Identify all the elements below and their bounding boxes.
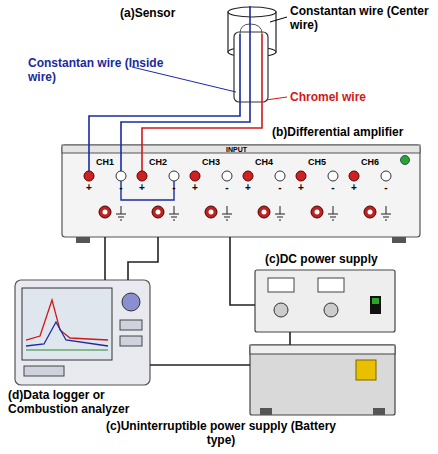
terminal-symbol xyxy=(385,220,387,221)
wire-connector xyxy=(142,110,262,145)
leader-line xyxy=(266,97,287,100)
data-logger-drawing xyxy=(15,280,150,385)
terminal-symbol xyxy=(364,206,376,218)
terminal-symbol xyxy=(116,214,126,215)
device-heading: (a)Sensor xyxy=(120,6,198,20)
channel-label: CH5 xyxy=(308,157,326,167)
terminal-symbol xyxy=(222,214,232,215)
sensor-drawing xyxy=(228,6,276,110)
terminal-symbol xyxy=(118,217,124,218)
terminal-symbol xyxy=(328,214,338,215)
terminal-symbol xyxy=(205,206,217,218)
channel-label: CH3 xyxy=(202,157,220,167)
terminal-symbol xyxy=(277,217,283,218)
ups: (c)Uninterruptible power supply (Battery… xyxy=(250,345,395,415)
terminal-symbol xyxy=(222,171,232,181)
terminal-symbol xyxy=(368,210,373,215)
terminal-symbol xyxy=(311,206,323,218)
ups-drawing xyxy=(250,345,395,415)
polarity-label: + xyxy=(245,183,251,193)
terminal-symbol xyxy=(381,171,391,181)
terminal-symbol xyxy=(226,220,228,221)
sensor: (a)Sensor xyxy=(200,2,290,110)
device-heading: (c)DC power supply xyxy=(265,252,415,266)
terminal-symbol xyxy=(120,220,122,221)
wire-label: Constantan wire (Inside wire) xyxy=(28,56,168,84)
wire-connector xyxy=(104,237,106,280)
polarity-label: + xyxy=(351,183,357,193)
polarity-label: - xyxy=(172,183,175,193)
terminal-symbol xyxy=(279,220,281,221)
device-heading: (d)Data logger or Combustion analyzer xyxy=(8,388,168,416)
polarity-label: - xyxy=(331,183,334,193)
terminal-symbol xyxy=(169,171,179,181)
terminal-symbol xyxy=(258,206,270,218)
wire-label: Chromel wire xyxy=(290,90,366,104)
terminal-symbol xyxy=(296,171,306,181)
wire-connector xyxy=(121,110,250,145)
dc-supply-drawing xyxy=(255,270,395,332)
terminal-symbol xyxy=(84,171,94,181)
terminal-symbol xyxy=(99,206,111,218)
leader-line xyxy=(132,67,236,92)
terminal-symbol xyxy=(169,214,179,215)
terminal-symbol xyxy=(332,220,334,221)
terminal-symbol xyxy=(328,171,338,181)
terminal-symbol xyxy=(262,210,267,215)
polarity-label: - xyxy=(225,183,228,193)
channel-label: CH4 xyxy=(255,157,273,167)
wire-connector xyxy=(289,332,291,345)
terminal-symbol xyxy=(209,210,214,215)
polarity-label: + xyxy=(192,183,198,193)
terminal-symbol xyxy=(227,206,228,214)
terminal-symbol xyxy=(280,206,281,214)
terminal-symbol xyxy=(381,214,391,215)
amplifier-drawing xyxy=(62,145,420,243)
terminal-symbol xyxy=(156,210,161,215)
terminal-symbol xyxy=(121,206,122,214)
channel-label: CH1 xyxy=(96,157,114,167)
terminal-symbol xyxy=(275,171,285,181)
wire-connector xyxy=(128,237,158,280)
terminal-symbol xyxy=(243,171,253,181)
terminal-symbol xyxy=(152,206,164,218)
panel-label: INPUT xyxy=(226,146,247,154)
channel-label: CH6 xyxy=(361,157,379,167)
data-logger: (d)Data logger or Combustion analyzer xyxy=(15,280,150,385)
terminal-symbol xyxy=(315,210,320,215)
terminal-symbol xyxy=(116,171,126,181)
polarity-label: + xyxy=(86,183,92,193)
wire-label: Constantan wire (Center wire) xyxy=(290,4,430,32)
dc-power-supply: (c)DC power supply xyxy=(255,270,395,332)
terminal-symbol xyxy=(103,210,108,215)
wire-connector xyxy=(230,237,255,305)
terminal-symbol xyxy=(333,206,334,214)
device-heading: (b)Differential amplifier xyxy=(272,125,434,139)
terminal-symbol xyxy=(383,217,389,218)
polarity-label: - xyxy=(278,183,281,193)
polarity-label: + xyxy=(139,183,145,193)
leader-line xyxy=(270,17,287,22)
channel-label: CH2 xyxy=(149,157,167,167)
terminal-symbol xyxy=(386,206,387,214)
terminal-symbol xyxy=(275,214,285,215)
terminal-symbol xyxy=(171,217,177,218)
polarity-label: - xyxy=(119,183,122,193)
terminal-symbol xyxy=(349,171,359,181)
polarity-label: - xyxy=(384,183,387,193)
terminal-symbol xyxy=(190,171,200,181)
terminal-symbol xyxy=(174,206,175,214)
terminal-symbol xyxy=(173,220,175,221)
terminal-symbol xyxy=(224,217,230,218)
wire-connector xyxy=(150,364,250,366)
terminal-symbol xyxy=(330,217,336,218)
device-heading: (c)Uninterruptible power supply (Battery… xyxy=(105,419,337,447)
polarity-label: + xyxy=(298,183,304,193)
terminal-symbol xyxy=(137,171,147,181)
